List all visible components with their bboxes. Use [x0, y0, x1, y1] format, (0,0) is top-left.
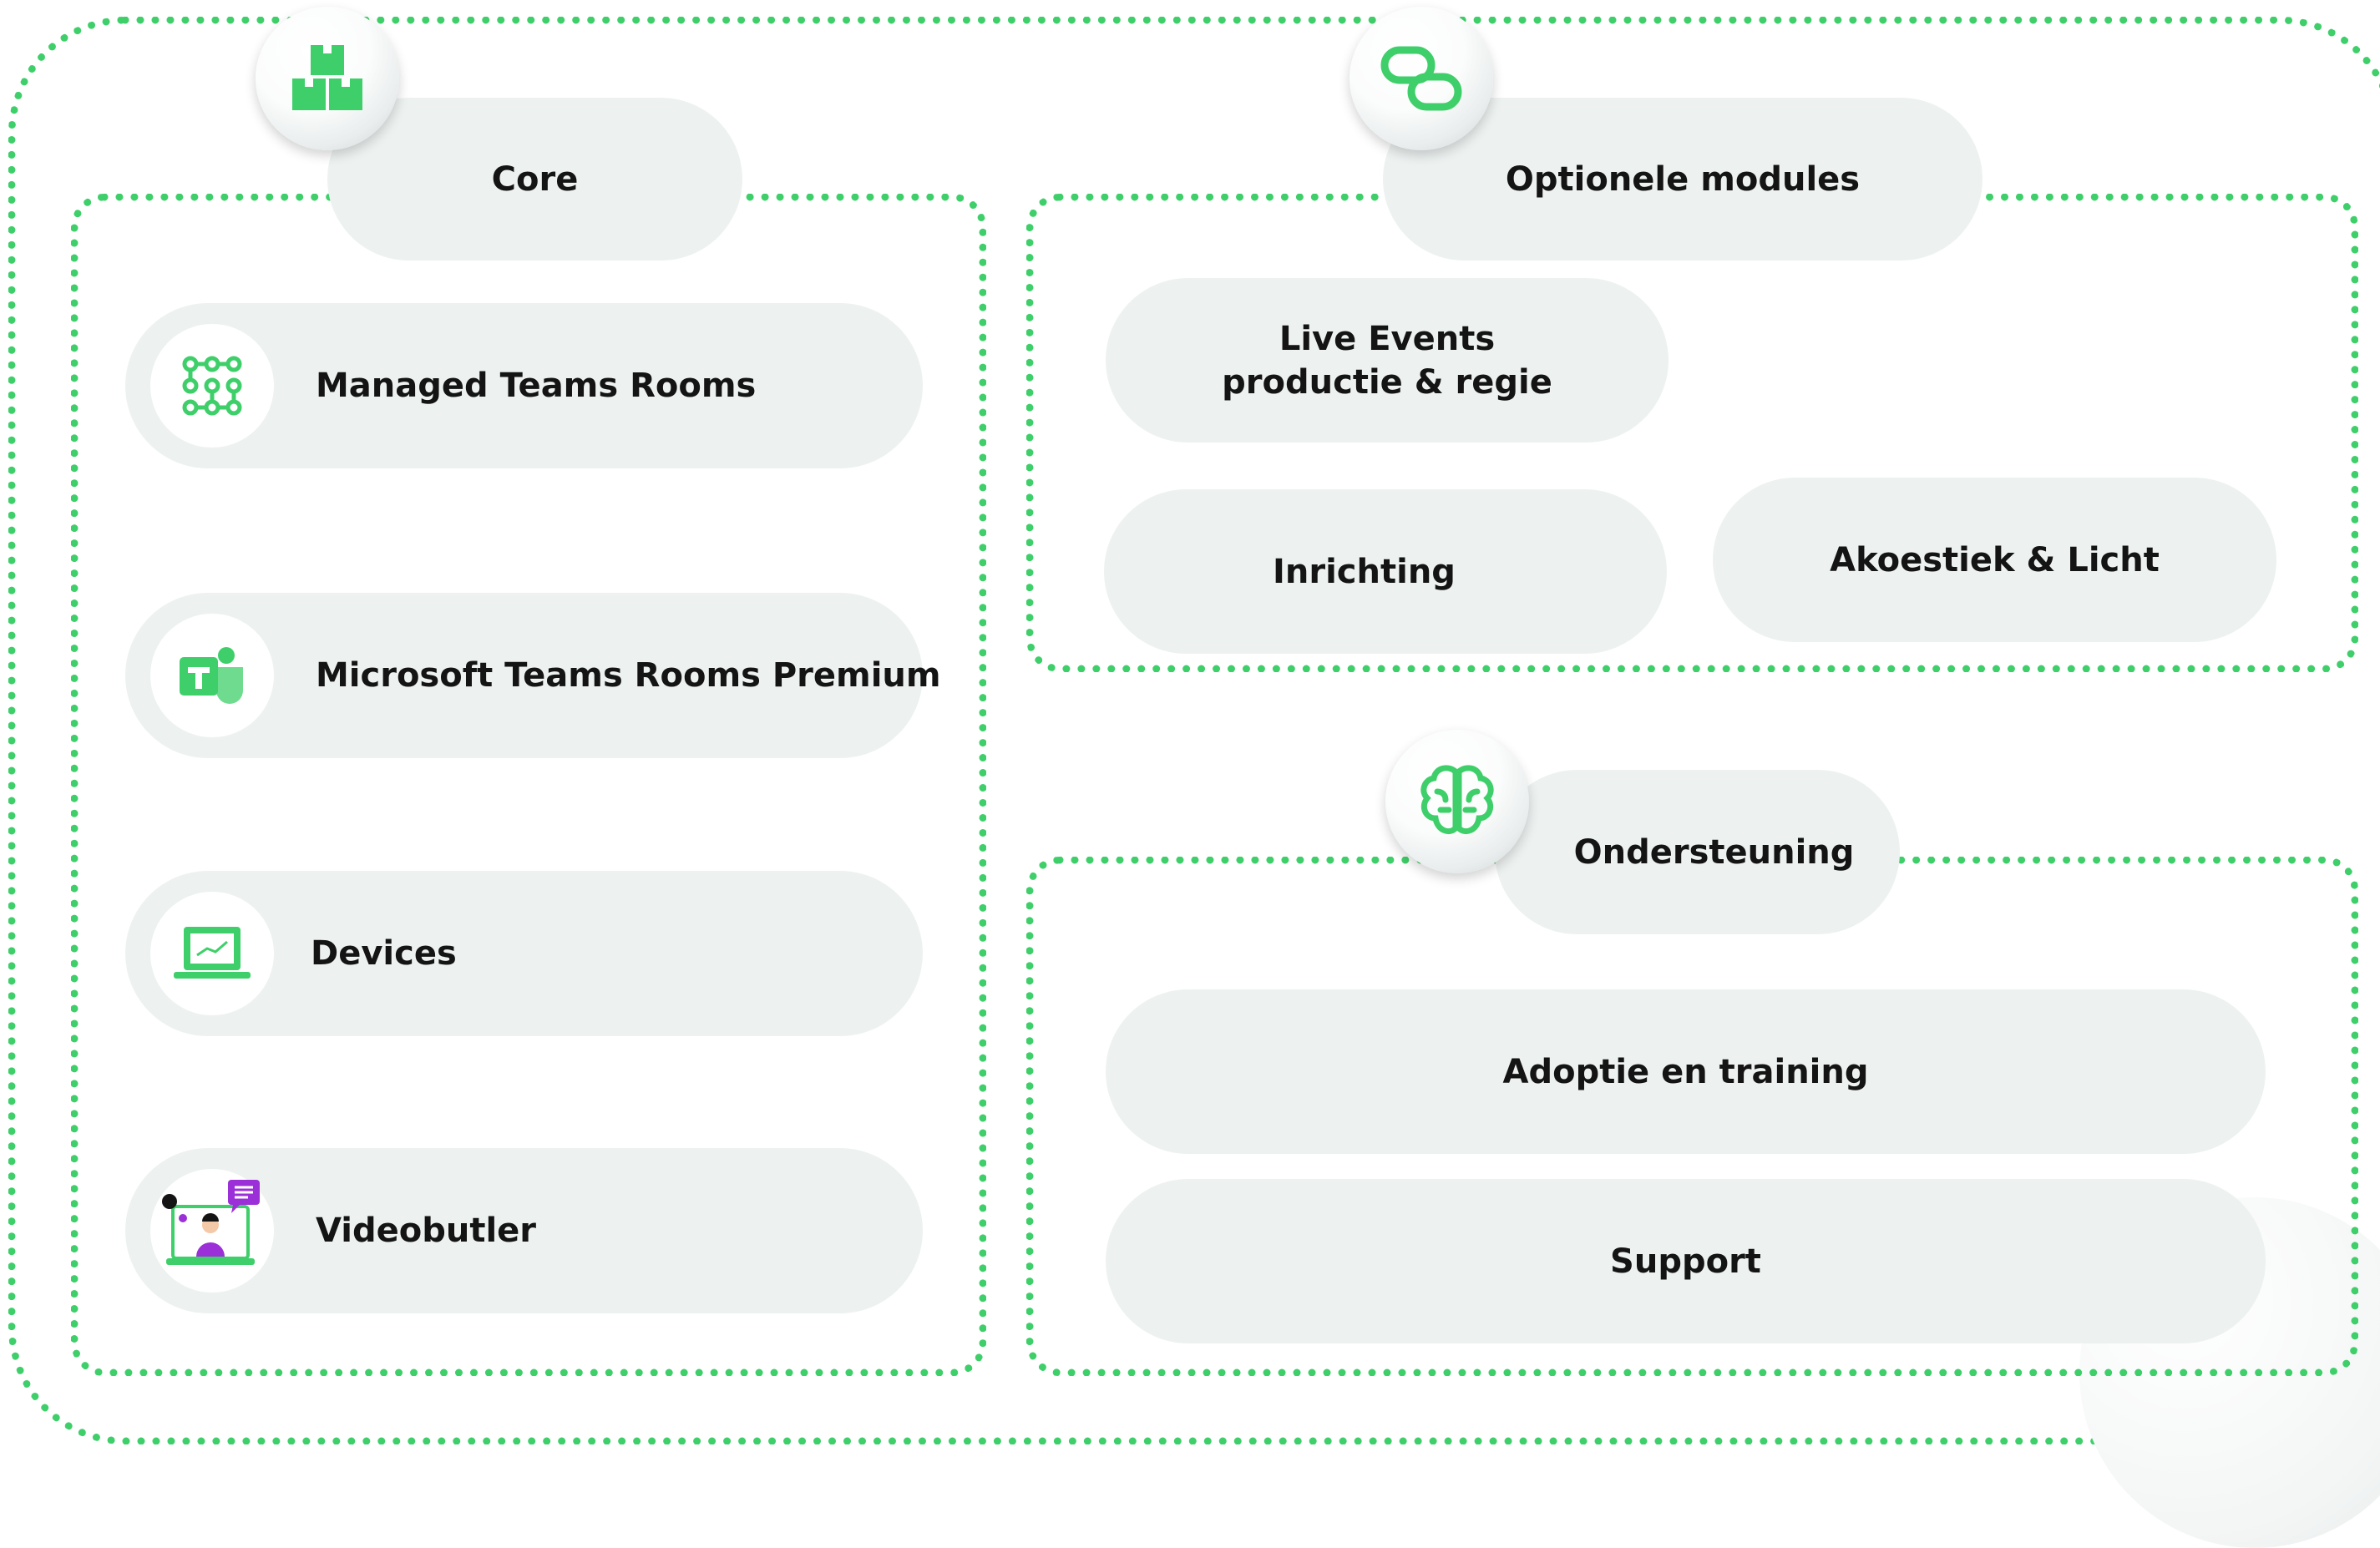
core-item-managed-teams-rooms[interactable]: Managed Teams Rooms	[125, 303, 923, 468]
core-item-icon-circle	[150, 324, 274, 448]
support-item-label: Support	[1610, 1242, 1761, 1281]
grid-nodes-icon	[182, 356, 242, 416]
support-item-label: Adoptie en training	[1502, 1052, 1869, 1091]
support-header-sphere	[1385, 730, 1529, 873]
videobutler-illustration	[162, 1180, 260, 1265]
core-header-sphere	[256, 7, 399, 150]
core-item-label: Managed Teams Rooms	[316, 367, 757, 405]
optional-item-live-events[interactable]: Live Events productie & regie	[1106, 278, 1669, 443]
core-item-label: Devices	[311, 934, 457, 973]
teams-icon	[180, 647, 243, 704]
support-header-pill: Ondersteuning	[1495, 770, 1900, 934]
support-header-label: Ondersteuning	[1573, 832, 1855, 872]
core-header-label: Core	[491, 159, 579, 199]
optional-header-sphere	[1350, 7, 1493, 150]
boxes-icon	[292, 45, 362, 110]
core-item-videobutler[interactable]: Videobutler	[125, 1148, 923, 1313]
link-icon	[1380, 46, 1462, 111]
core-item-devices[interactable]: Devices	[125, 871, 923, 1036]
outer-frame	[8, 17, 2380, 1444]
brain-icon	[1420, 765, 1494, 834]
core-item-teams-rooms-premium[interactable]: Microsoft Teams Rooms Premium	[125, 593, 941, 758]
optional-item-label: Akoestiek & Licht	[1830, 540, 2160, 579]
optional-item-inrichting[interactable]: Inrichting	[1104, 489, 1667, 654]
optional-item-label: Inrichting	[1273, 552, 1456, 591]
core-item-icon-circle	[150, 614, 274, 737]
laptop-icon	[174, 927, 251, 979]
optional-item-akoestiek-licht[interactable]: Akoestiek & Licht	[1713, 478, 2276, 642]
optional-header-pill: Optionele modules	[1383, 98, 1982, 261]
optional-item-label: Live Events productie & regie	[1222, 319, 1552, 402]
support-item-support[interactable]: Support	[1106, 1179, 2266, 1343]
support-item-adoptie-training[interactable]: Adoptie en training	[1106, 989, 2266, 1154]
core-item-label: Videobutler	[316, 1212, 537, 1250]
core-item-icon-circle	[150, 1169, 274, 1293]
optional-header-label: Optionele modules	[1505, 159, 1861, 199]
core-item-label: Microsoft Teams Rooms Premium	[316, 656, 941, 695]
core-item-icon-circle	[150, 892, 274, 1015]
core-header-pill: Core	[327, 98, 742, 261]
